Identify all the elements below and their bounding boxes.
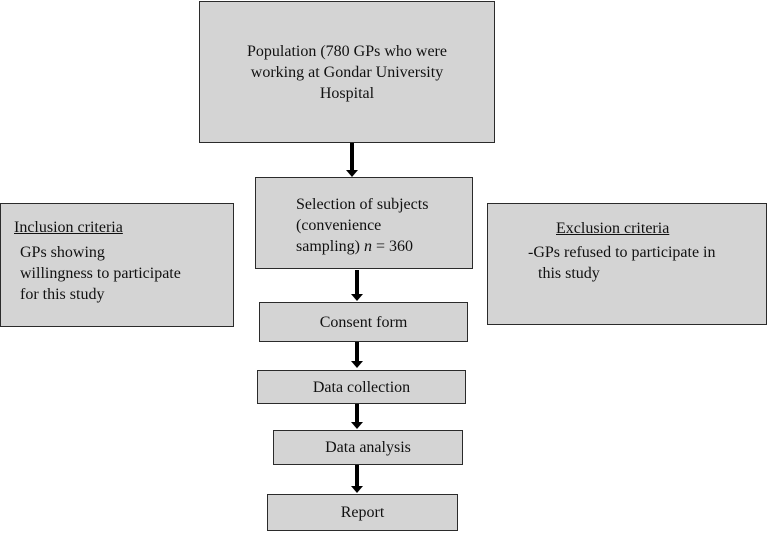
arrow-collection-to-analysis (351, 404, 363, 429)
report-label: Report (340, 504, 385, 521)
inclusion-line-2: willingness to participate (20, 265, 181, 282)
selection-line-3: sampling) n = 360 (296, 238, 414, 255)
arrow-analysis-to-report (351, 465, 363, 493)
population-line-3: Hospital (319, 84, 375, 102)
population-line-2: working at Gondar University (250, 63, 444, 81)
consent-form-label: Consent form (319, 313, 408, 331)
data-collection-label: Data collection (312, 378, 411, 396)
data-collection-box: Data collection (257, 370, 466, 404)
report-box: Report (267, 494, 458, 531)
population-text: Population (780 GPs who were working at … (247, 41, 447, 104)
arrow-population-to-selection (346, 143, 358, 177)
exclusion-criteria-title: Exclusion criteria (556, 220, 670, 237)
arrow-consent-to-collection (351, 342, 363, 368)
selection-box: Selection of subjects (convenience sampl… (255, 177, 473, 269)
population-box: Population (780 GPs who were working at … (199, 1, 495, 143)
selection-text: Selection of subjects (convenience sampl… (296, 194, 428, 257)
data-analysis-box: Data analysis (273, 430, 463, 465)
selection-line-1: Selection of subjects (296, 196, 429, 213)
data-analysis-label: Data analysis (325, 439, 411, 456)
exclusion-line-1: -GPs refused to participate in (528, 244, 716, 261)
inclusion-line-1: GPs showing (20, 244, 105, 261)
population-line-1: Population (780 GPs who were (247, 42, 447, 60)
arrow-selection-to-consent (351, 270, 363, 301)
inclusion-criteria-box: Inclusion criteria GPs showing willingne… (0, 203, 234, 327)
consent-form-box: Consent form (259, 302, 468, 342)
selection-line-2: (convenience (296, 217, 382, 234)
inclusion-line-3: for this study (20, 286, 105, 303)
inclusion-criteria-title: Inclusion criteria (14, 219, 123, 236)
exclusion-line-2: this study (538, 265, 600, 282)
exclusion-criteria-box: Exclusion criteria -GPs refused to parti… (487, 203, 767, 325)
